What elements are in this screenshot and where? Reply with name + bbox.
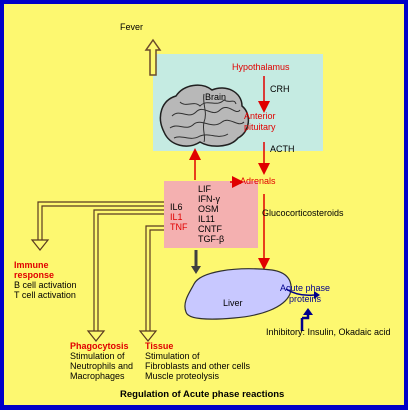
anterior-label: Anterior xyxy=(244,111,276,121)
immune-response-title-2: response xyxy=(14,270,54,280)
hypothalamus-label: Hypothalamus xyxy=(232,62,290,72)
tissue-line-1: Stimulation of xyxy=(145,351,200,361)
cytokine-osm: OSM xyxy=(198,204,224,214)
liver-label: Liver xyxy=(223,298,243,308)
crh-label: CRH xyxy=(270,84,290,94)
liver-shape xyxy=(185,269,291,319)
cytokines-left: IL6 IL1 TNF xyxy=(170,202,188,232)
inhibitory-label: Inhibitory: Insulin, Okadaic acid xyxy=(266,327,391,337)
tissue-line-2: Fibroblasts and other cells xyxy=(145,361,250,371)
acute-phase-label-1: Acute phase xyxy=(280,283,330,293)
fever-arrow xyxy=(146,40,160,75)
cytokine-tgf-beta: TGF-β xyxy=(198,234,224,244)
brain-label: Brain xyxy=(205,92,226,102)
b-cell-label: B cell activation xyxy=(14,280,77,290)
diagram-caption: Regulation of Acute phase reactions xyxy=(120,390,284,400)
tissue-title: Tissue xyxy=(145,341,173,351)
adrenals-label: Adrenals xyxy=(240,176,276,186)
acute-phase-label-2: proteins xyxy=(289,294,321,304)
cytokine-ifn-gamma: IFN-γ xyxy=(198,194,224,204)
cytokine-il1: IL1 xyxy=(170,212,188,222)
phagocytosis-title: Phagocytosis xyxy=(70,341,129,351)
cytokine-il11: IL11 xyxy=(198,214,224,224)
cytokines-right: LIF IFN-γ OSM IL11 CNTF TGF-β xyxy=(198,184,224,244)
phagocytosis-line-1: Stimulation of xyxy=(70,351,125,361)
acth-label: ACTH xyxy=(270,144,295,154)
cytokine-lif: LIF xyxy=(198,184,224,194)
phagocytosis-line-3: Macrophages xyxy=(70,371,125,381)
diagram-panel: Fever Brain Hypothalamus CRH Anterior pi… xyxy=(4,4,404,405)
cytokine-tnf: TNF xyxy=(170,222,188,232)
cytokine-cntf: CNTF xyxy=(198,224,224,234)
cytokine-il6: IL6 xyxy=(170,202,188,212)
glucocorticosteroids-label: Glucocorticosteroids xyxy=(262,208,344,218)
pituitary-label: pituitary xyxy=(244,122,276,132)
phagocytosis-line-2: Neutrophils and xyxy=(70,361,133,371)
tissue-line-3: Muscle proteolysis xyxy=(145,371,219,381)
immune-response-title-1: Immune xyxy=(14,260,49,270)
fever-label: Fever xyxy=(120,22,143,32)
cytokine-to-liver-head xyxy=(191,266,201,274)
t-cell-label: T cell activation xyxy=(14,290,76,300)
